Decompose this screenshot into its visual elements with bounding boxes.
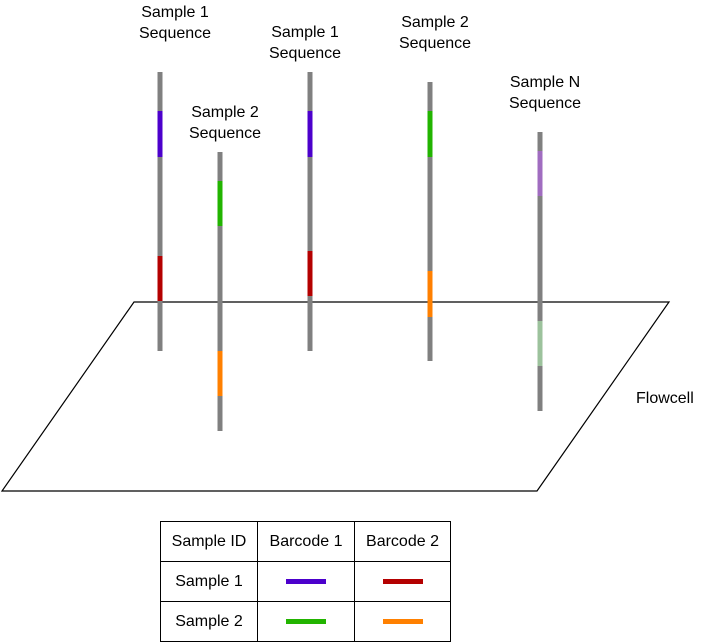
barcode-2-cell <box>354 601 451 642</box>
strand-label: Sequence <box>139 25 211 42</box>
barcode-2-swatch <box>382 618 423 624</box>
strand-label: Sample 2 <box>191 104 259 121</box>
barcode-1-swatch <box>286 578 326 584</box>
strand-label: Sequence <box>269 45 341 62</box>
header-barcode-1: Barcode 1 <box>257 521 355 562</box>
strand-label: Sample 1 <box>141 4 209 21</box>
header-sample-id: Sample ID <box>160 521 258 562</box>
header-barcode-2: Barcode 2 <box>354 521 451 562</box>
barcode-2-swatch <box>382 578 423 584</box>
table-row: Sample 2 <box>160 601 451 642</box>
strand-label: Sequence <box>509 95 581 112</box>
barcode-1-cell <box>257 561 355 602</box>
strand-label: Sequence <box>189 125 261 142</box>
table-header-row: Sample ID Barcode 1 Barcode 2 <box>160 521 451 562</box>
barcode-1-cell <box>257 601 355 642</box>
row-sample-id: Sample 2 <box>160 601 258 642</box>
flowcell-plane <box>0 301 671 492</box>
flowcell-label: Flowcell <box>636 390 694 407</box>
strand-1: Sample 1 Sequence <box>139 4 211 351</box>
strand-label: Sample 2 <box>401 14 469 31</box>
strand-label: Sample N <box>510 74 580 91</box>
strand-label: Sequence <box>399 35 471 52</box>
barcode-table: Sample ID Barcode 1 Barcode 2 Sample 1 S… <box>160 521 451 642</box>
barcode-1-swatch <box>286 618 326 624</box>
strand-2: Sample 2 Sequence <box>189 104 261 431</box>
strand-4: Sample 2 Sequence <box>399 14 471 361</box>
row-sample-id: Sample 1 <box>160 561 258 602</box>
strand-label: Sample 1 <box>271 24 339 41</box>
barcode-2-cell <box>354 561 451 602</box>
strand-5: Sample N Sequence <box>509 74 581 411</box>
table-row: Sample 1 <box>160 561 451 602</box>
strand-3: Sample 1 Sequence <box>269 24 341 351</box>
